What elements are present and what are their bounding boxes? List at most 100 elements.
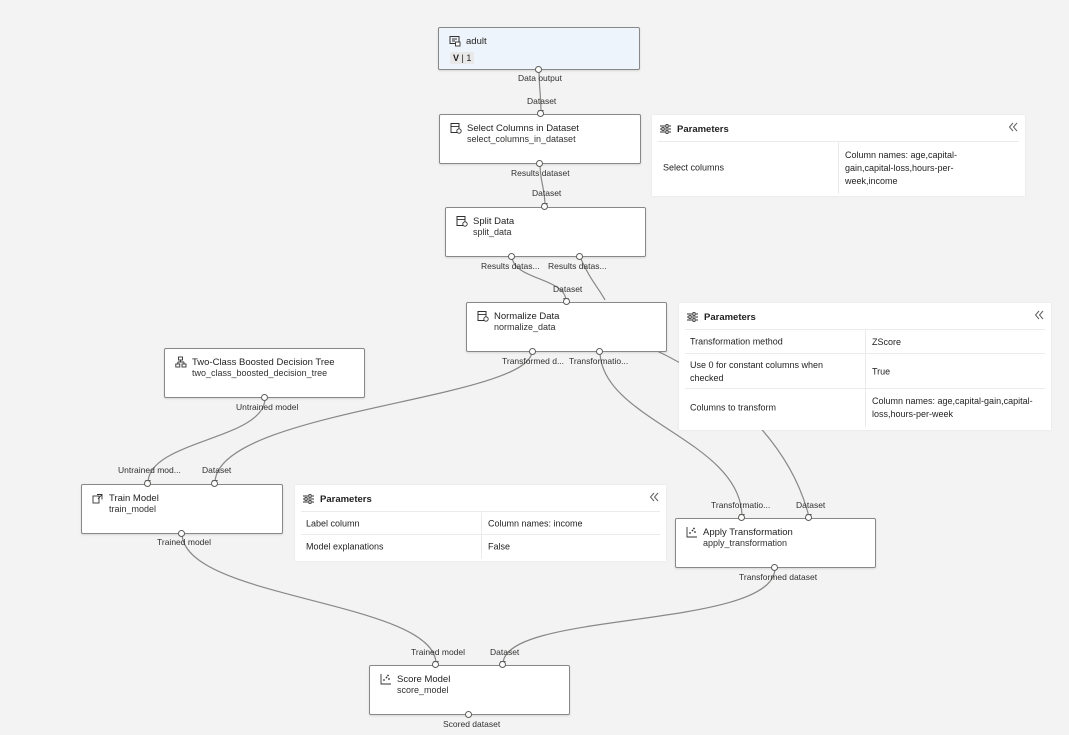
port-label: Untrained model [236, 402, 299, 412]
parameters-panel-normalize: Parameters Transformation method ZScore … [679, 303, 1051, 430]
input-port-score-model-1[interactable] [432, 661, 439, 668]
input-port-train-model-2[interactable] [211, 480, 218, 487]
node-title: Select Columns in Dataset [467, 123, 579, 134]
port-label: Transformed d... [502, 356, 565, 366]
output-port-normalize-2[interactable] [596, 348, 603, 355]
input-port-select-columns[interactable] [537, 110, 544, 117]
port-label: Dataset [202, 465, 232, 475]
parameter-row: Model explanations False [301, 534, 660, 558]
output-port-adult[interactable] [535, 66, 542, 73]
tree-icon [175, 356, 187, 368]
port-label: Data output [518, 73, 562, 83]
node-title: Split Data [473, 216, 515, 227]
port-label: Transformed dataset [739, 572, 818, 582]
port-label: Dataset [490, 647, 520, 657]
panel-title: Parameters [320, 493, 372, 505]
panel-header: Parameters [660, 122, 729, 136]
parameter-key: Label column [306, 518, 360, 528]
dataset-icon [449, 36, 461, 47]
wire-apply-to-score [502, 567, 776, 665]
parameter-value: False [481, 535, 658, 558]
node-subtitle: normalize_data [494, 322, 556, 332]
node-title: Two-Class Boosted Decision Tree [192, 357, 335, 368]
collapse-icon[interactable] [1033, 309, 1045, 321]
output-port-normalize-1[interactable] [529, 348, 536, 355]
port-label: Dataset [553, 284, 583, 294]
port-label: Results dataset [511, 168, 570, 178]
parameters-panel-select-columns: Parameters Select columns Column names: … [652, 115, 1025, 196]
node-subtitle: split_data [473, 227, 512, 237]
collapse-icon[interactable] [648, 491, 660, 503]
module-node-select-columns[interactable]: Select Columns in Dataset select_columns… [439, 114, 641, 164]
module-icon [477, 311, 489, 322]
output-port-split-data-2[interactable] [576, 253, 583, 260]
port-label: Dataset [796, 500, 826, 510]
module-icon [456, 216, 468, 227]
port-label: Results datas... [548, 261, 607, 271]
node-title: Apply Transformation [703, 527, 793, 538]
output-port-split-data-1[interactable] [508, 253, 515, 260]
parameter-value: Column names: income [481, 512, 658, 535]
parameter-key: Use 0 for constant columns when checked [690, 359, 824, 383]
node-title: Normalize Data [494, 311, 560, 322]
module-node-normalize-data[interactable]: Normalize Data normalize_data [466, 302, 667, 352]
parameter-key: Model explanations [306, 541, 384, 551]
scatter-icon [380, 674, 391, 685]
module-icon [450, 123, 462, 134]
port-label: Trained model [411, 647, 466, 657]
parameter-key: Transformation method [690, 336, 783, 347]
panel-header: Parameters [687, 310, 756, 324]
parameter-row: Label column Column names: income [301, 511, 660, 535]
input-port-normalize[interactable] [563, 298, 570, 305]
node-subtitle: train_model [109, 504, 157, 514]
input-port-apply-transformation-1[interactable] [738, 514, 745, 521]
parameter-row: Use 0 for constant columns when checked … [685, 353, 1045, 389]
port-label: Results datas... [481, 261, 540, 271]
parameter-row: Transformation method ZScore [685, 329, 1045, 354]
node-subtitle: apply_transformation [703, 538, 788, 548]
port-label: Transformatio... [569, 356, 629, 366]
output-port-apply-transformation[interactable] [771, 564, 778, 571]
input-port-apply-transformation-2[interactable] [805, 514, 812, 521]
parameter-value: True [865, 354, 1042, 389]
port-label: Untrained mod... [118, 465, 181, 475]
input-port-split-data[interactable] [541, 203, 548, 210]
port-label: Trained model [157, 537, 212, 547]
module-node-train-model[interactable]: Train Model train_model [81, 484, 283, 534]
output-port-train-model[interactable] [178, 530, 185, 537]
parameter-value: ZScore [865, 330, 1042, 354]
parameter-value: Column names: age,capital-gain,capital-l… [838, 142, 975, 194]
scatter-icon [686, 527, 697, 538]
input-port-score-model-2[interactable] [499, 661, 506, 668]
parameters-panel-train-model: Parameters Label column Column names: in… [295, 485, 666, 561]
node-subtitle: two_class_boosted_decision_tree [192, 368, 328, 378]
collapse-icon[interactable] [1007, 121, 1019, 133]
parameter-value: Column names: age,capital-gain,capital-l… [865, 389, 1037, 427]
sliders-icon [303, 494, 314, 504]
input-port-train-model-1[interactable] [144, 480, 151, 487]
node-title: adult [466, 36, 487, 47]
module-node-boosted-tree[interactable]: Two-Class Boosted Decision Tree two_clas… [164, 348, 365, 398]
panel-title: Parameters [677, 123, 729, 135]
version-badge: V | 1 [450, 52, 475, 64]
parameter-row: Select columns Column names: age,capital… [658, 141, 1019, 194]
node-title: Score Model [397, 674, 451, 685]
module-node-score-model[interactable]: Score Model score_model [369, 665, 570, 715]
parameter-key: Columns to transform [690, 402, 777, 413]
port-label: Transformatio... [711, 500, 771, 510]
output-port-select-columns[interactable] [536, 160, 543, 167]
node-subtitle: select_columns_in_dataset [467, 134, 576, 144]
dataset-node-adult[interactable]: adult V | 1 [438, 27, 640, 70]
output-port-boosted-tree[interactable] [261, 394, 268, 401]
port-label: Scored dataset [443, 719, 501, 729]
sliders-icon [687, 312, 698, 322]
panel-title: Parameters [704, 311, 756, 323]
output-port-score-model[interactable] [465, 711, 472, 718]
module-node-split-data[interactable]: Split Data split_data [445, 207, 646, 257]
parameter-row: Columns to transform Column names: age,c… [685, 388, 1045, 427]
module-node-apply-transformation[interactable]: Apply Transformation apply_transformatio… [675, 518, 876, 568]
node-title: Train Model [109, 493, 159, 504]
port-label: Dataset [532, 188, 562, 198]
sliders-icon [660, 124, 671, 134]
parameter-key: Select columns [663, 162, 725, 173]
